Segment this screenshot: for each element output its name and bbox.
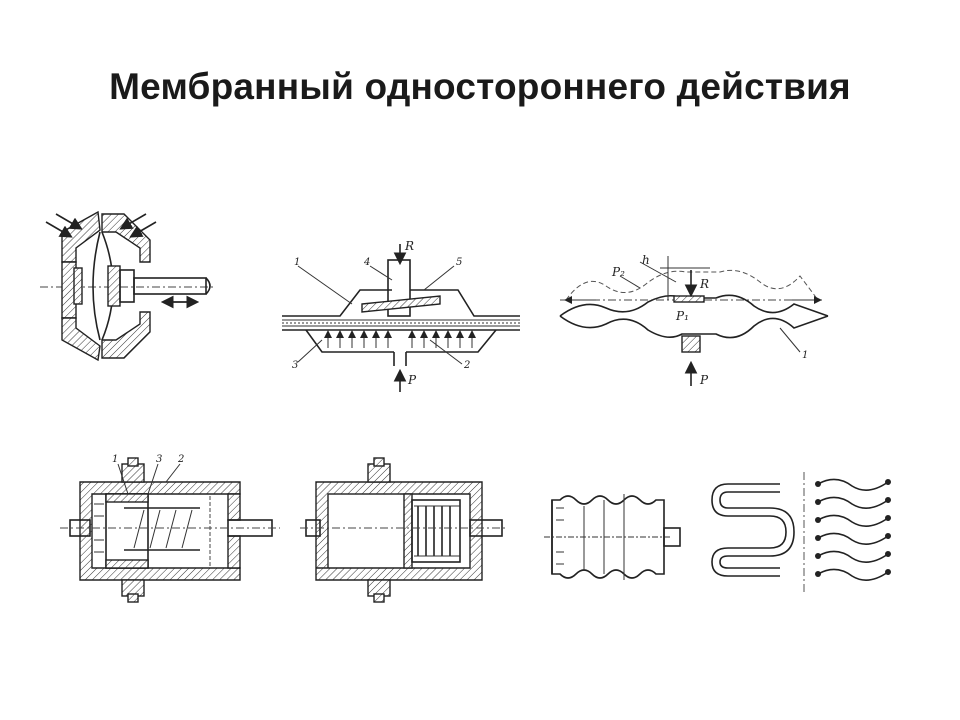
bellows-dimension-diagram (544, 494, 681, 580)
label-r2: R (699, 277, 709, 291)
label-1b: 1 (802, 350, 808, 361)
label-p3: P (699, 373, 709, 387)
bellows-cylinder-diagram (300, 457, 508, 603)
label-h: h (642, 253, 650, 267)
piston-cylinder-diagram: 1 3 2 (60, 454, 280, 603)
label-3c: 3 (156, 454, 162, 465)
label-p2: P₂ (611, 265, 625, 279)
label-r: R (404, 239, 414, 253)
label-4: 4 (363, 257, 370, 268)
wavy-plates-diagram (815, 478, 891, 581)
label-p: P (407, 373, 417, 387)
label-p1: P₁ (675, 309, 689, 323)
label-1: 1 (294, 257, 300, 268)
label-3: 3 (292, 360, 298, 371)
slide-title: Мембранный одностороннего действия (109, 66, 851, 107)
label-1c: 1 (112, 454, 118, 465)
corrugated-membrane-diagram: h P₂ R P₁ 1 P (559, 253, 829, 387)
serpentine-tube-diagram (711, 472, 805, 592)
label-2: 2 (463, 360, 470, 371)
diaphragm-valve-diagram (40, 210, 215, 362)
flat-membrane-diagram: 1 4 R 5 3 2 P (282, 239, 520, 392)
label-5: 5 (456, 257, 462, 268)
label-2c: 2 (177, 454, 184, 465)
